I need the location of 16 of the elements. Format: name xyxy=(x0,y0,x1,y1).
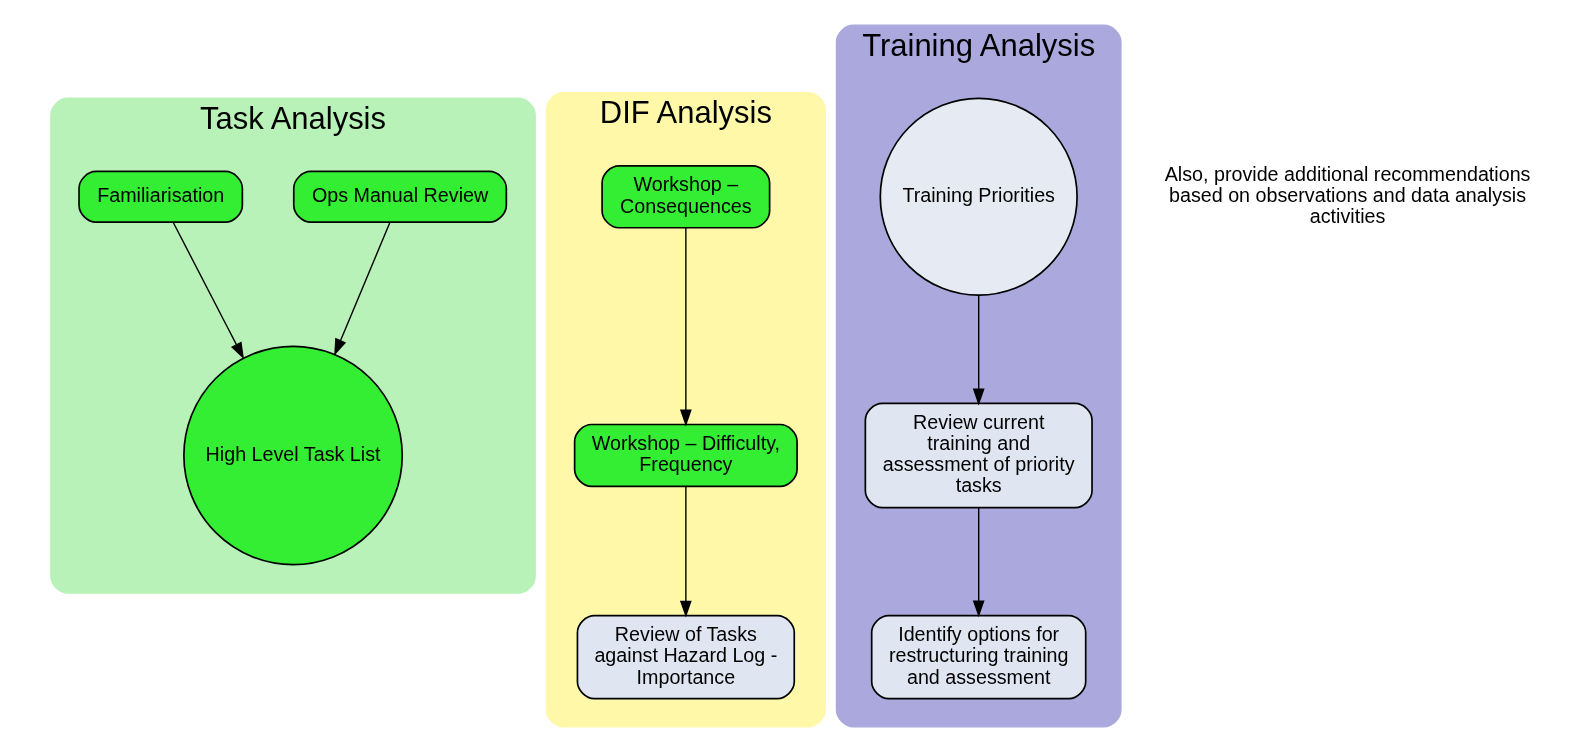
arrow xyxy=(679,485,692,618)
node-box: Identify options for restructuring training and assessment xyxy=(870,614,1087,700)
node-box: Review current training and assessment of priority tasks xyxy=(864,402,1093,509)
node-circle: Training Priorities xyxy=(879,97,1078,297)
arrow xyxy=(172,221,244,360)
node-box: Workshop – Consequences xyxy=(601,165,771,229)
node-box: Ops Manual Review xyxy=(292,170,508,223)
label: Also, provide additional recommendations based on observations and data analysis activities xyxy=(1164,162,1531,228)
arrow xyxy=(972,506,985,618)
node-box: Familiarisation xyxy=(78,170,244,223)
arrow xyxy=(334,221,391,356)
arrow xyxy=(679,227,692,427)
arrow xyxy=(972,294,985,406)
node-box: Workshop – Difficulty, Frequency xyxy=(573,423,798,488)
node-box: Review of Tasks against Hazard Log - Importance xyxy=(576,614,796,700)
node-circle: High Level Task List xyxy=(183,345,404,566)
